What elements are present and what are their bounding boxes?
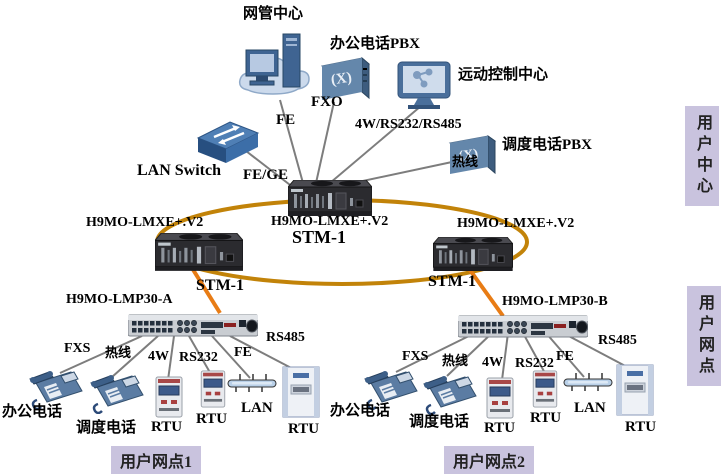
lmxe-device-left <box>155 233 243 271</box>
stm1-drop-links <box>190 264 505 318</box>
site1-wires <box>59 335 298 381</box>
site2-link-4w: 4W <box>482 355 503 370</box>
user-center-tag: 用户中心 <box>685 106 719 206</box>
link-label-fxo: FXO <box>311 94 343 110</box>
link-label-fege: FE/GE <box>243 167 289 183</box>
site2-tag: 用户网点2 <box>444 446 535 474</box>
site1-tag: 用户网点1 <box>111 446 202 474</box>
site1-link-fxs: FXS <box>64 341 91 356</box>
remote-control-center-icon <box>396 60 454 110</box>
stm1-left-label: STM-1 <box>196 277 244 294</box>
site2-link-fe: FE <box>556 349 574 364</box>
office-pbx-icon: (X) <box>316 52 374 104</box>
stm1-ring-label: STM-1 <box>292 227 346 247</box>
site2-link-hotline: 热线 <box>442 353 469 368</box>
site1-link-fe: FE <box>234 345 252 360</box>
link-label-fe: FE <box>276 112 296 128</box>
user-site-tag: 用户网点 <box>687 286 721 386</box>
site2-rtu1-label: RTU <box>484 420 516 436</box>
site2-wires <box>395 332 632 381</box>
site1-office-phone-label: 办公电话 <box>2 404 63 420</box>
site2-rtu3-label: RTU <box>625 419 657 435</box>
lmxe-label-left: H9MO-LMXE+.V2 <box>86 215 204 230</box>
remote-center-label: 远动控制中心 <box>458 67 549 83</box>
svg-text:(X): (X) <box>330 70 353 89</box>
rtu-icon <box>199 370 227 408</box>
lmp30-device-a <box>128 313 258 338</box>
office-phone-icon <box>27 364 85 410</box>
lmp30a-label: H9MO-LMP30-A <box>66 292 173 307</box>
nms-label: 网管中心 <box>243 6 304 22</box>
rtu-icon <box>531 370 559 408</box>
cabinet-rtu-icon <box>281 366 321 418</box>
office-pbx-label: 办公电话PBX <box>330 36 421 52</box>
cabinet-rtu-icon <box>615 364 655 416</box>
lmxe-device-top <box>288 180 372 216</box>
rtu-icon <box>155 376 183 418</box>
site1-rtu1-label: RTU <box>151 419 183 435</box>
dispatch-pbx-label: 调度电话PBX <box>502 137 593 153</box>
link-label-hotline: 热线 <box>452 154 479 169</box>
svg-text:(X): (X) <box>458 147 480 165</box>
site1-link-4w: 4W <box>148 349 169 364</box>
stm1-right-label: STM-1 <box>428 273 476 290</box>
site1-link-rs232: RS232 <box>179 350 218 365</box>
site2-link-rs485: RS485 <box>598 333 637 348</box>
dispatch-phone-icon <box>421 369 479 415</box>
lan-bus-icon <box>562 371 614 393</box>
lmxe-label-right: H9MO-LMXE+.V2 <box>457 216 575 231</box>
lmxe-label-top: H9MO-LMXE+.V2 <box>271 214 389 229</box>
lmp30-device-b <box>458 314 588 339</box>
site2-lan-label: LAN <box>574 400 606 416</box>
dispatch-phone-icon <box>88 368 146 414</box>
site1-rtu3-label: RTU <box>288 421 320 437</box>
site2-link-fxs: FXS <box>402 349 429 364</box>
site1-dispatch-phone-label: 调度电话 <box>76 420 137 436</box>
site2-dispatch-phone-label: 调度电话 <box>409 414 470 430</box>
office-phone-icon <box>362 364 420 410</box>
lan-switch-icon <box>194 120 262 166</box>
site2-rtu2-label: RTU <box>530 410 562 426</box>
link-label-serial: 4W/RS232/RS485 <box>355 117 462 132</box>
lan-switch-label: LAN Switch <box>137 162 222 179</box>
network-management-icon <box>236 28 318 106</box>
site1-lan-label: LAN <box>241 400 273 416</box>
lmp30b-label: H9MO-LMP30-B <box>502 294 608 309</box>
site1-link-hotline: 热线 <box>105 345 132 360</box>
site1-link-rs485: RS485 <box>266 330 305 345</box>
rtu-icon <box>486 377 514 419</box>
lmxe-device-right <box>433 237 513 271</box>
lan-bus-icon <box>226 372 278 394</box>
dispatch-pbx-icon: (X) <box>445 130 499 178</box>
site2-office-phone-label: 办公电话 <box>330 403 391 419</box>
site2-link-rs232: RS232 <box>515 356 554 371</box>
site1-rtu2-label: RTU <box>196 411 228 427</box>
